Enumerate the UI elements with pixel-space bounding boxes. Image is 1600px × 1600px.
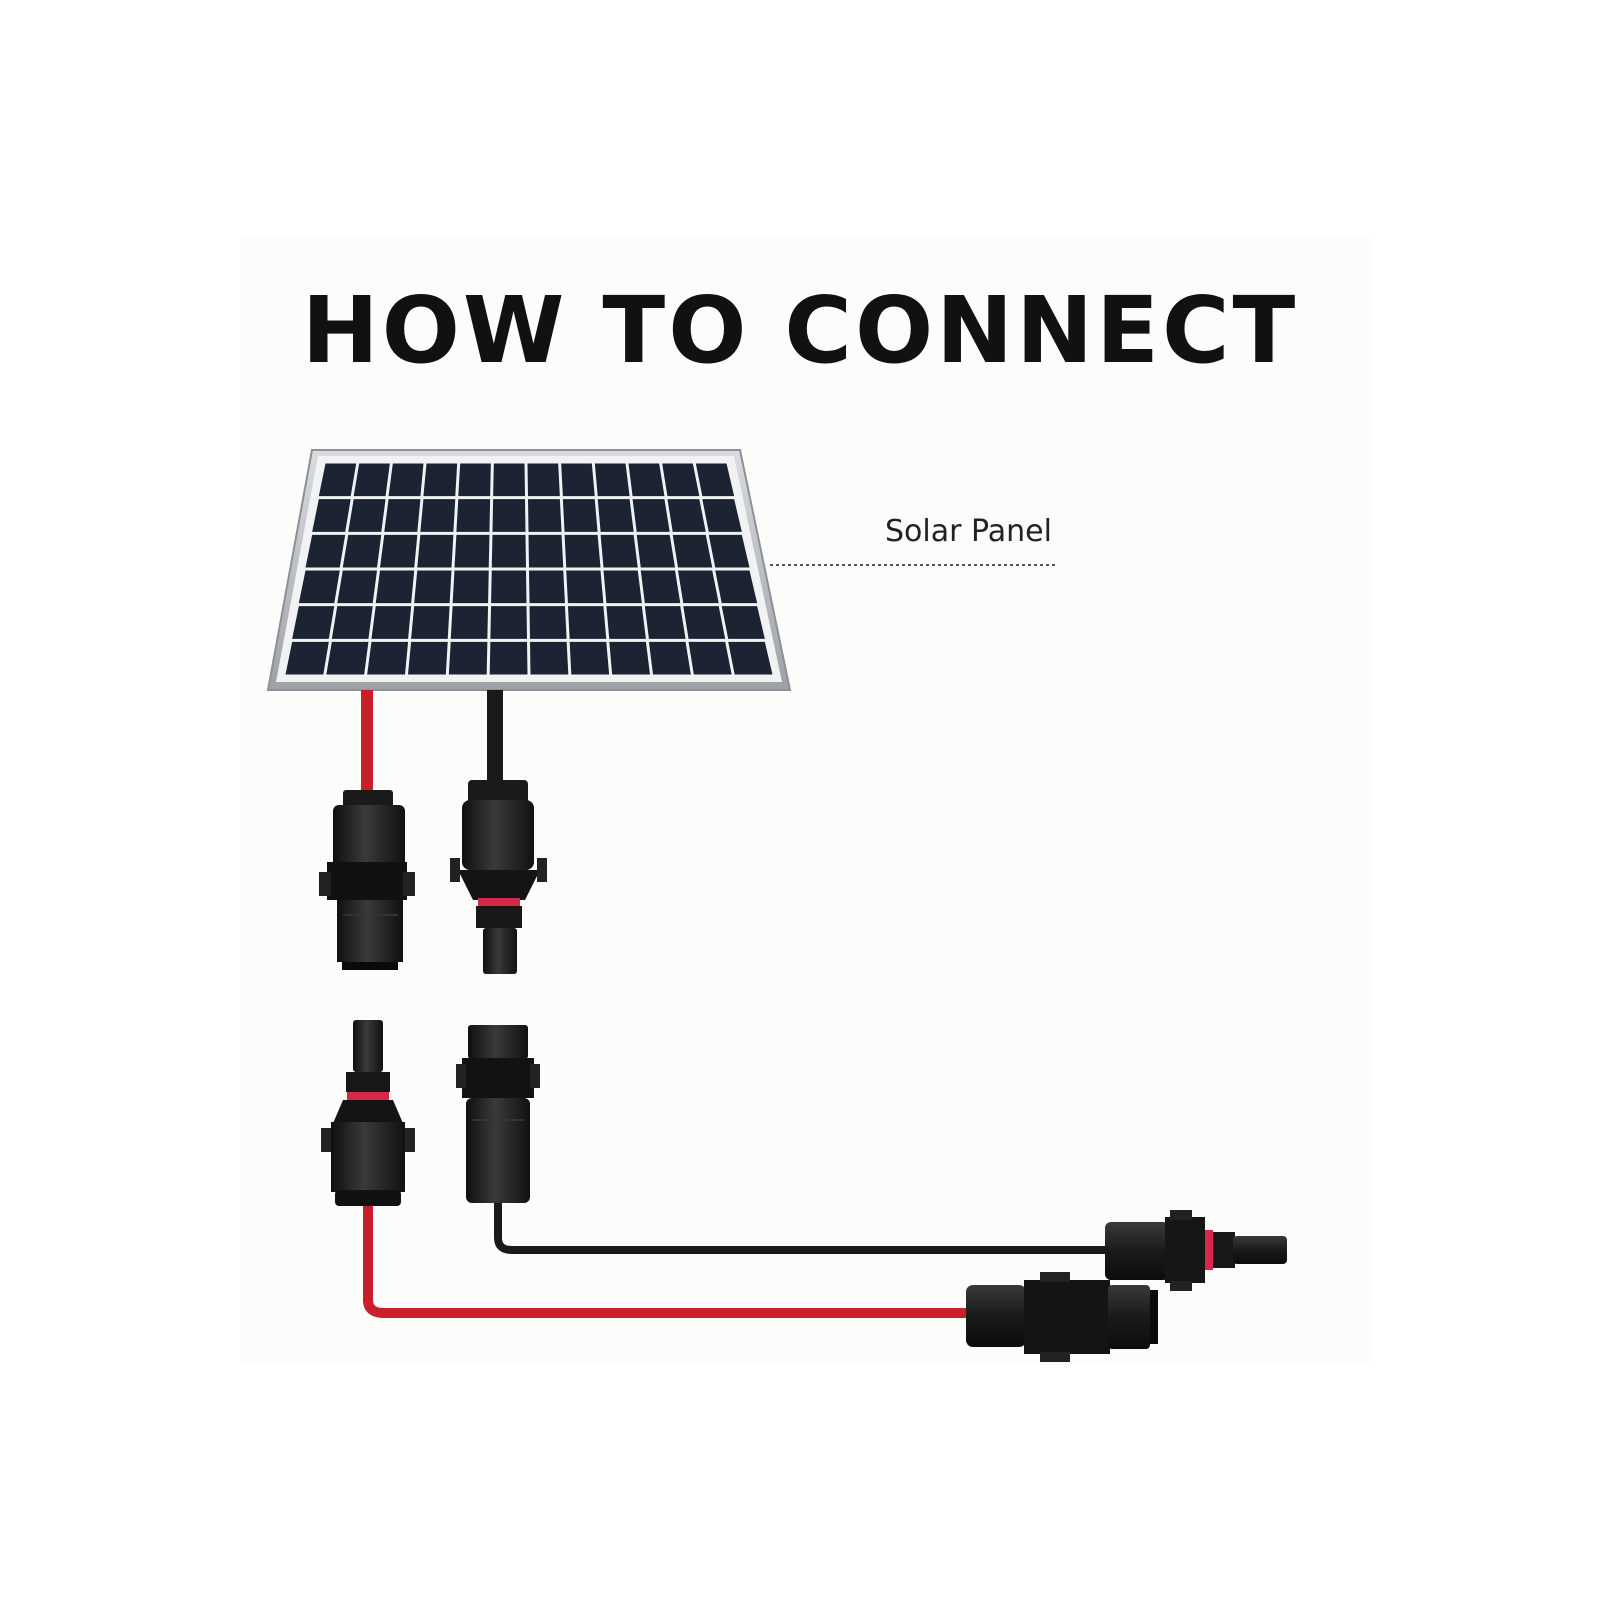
panel-male-connector <box>450 780 547 974</box>
panel-cell <box>456 499 491 532</box>
panel-cell <box>567 606 607 639</box>
panel-cell <box>489 641 528 675</box>
panel-cell <box>728 641 773 675</box>
panel-cell <box>530 641 569 675</box>
panel-cell <box>450 606 489 639</box>
panel-cell <box>312 499 351 532</box>
panel-negative-cable <box>487 690 503 782</box>
panel-positive-cable <box>361 690 373 795</box>
panel-cell <box>715 570 758 604</box>
panel-cell <box>414 570 452 604</box>
panel-cables <box>361 690 503 795</box>
panel-cell <box>569 641 610 675</box>
panel-cell <box>490 606 527 639</box>
panel-cell <box>640 570 681 604</box>
panel-cell <box>695 463 735 497</box>
background-card <box>240 235 1370 1365</box>
panel-cell <box>603 570 642 604</box>
panel-cell <box>337 570 377 604</box>
panel-cell <box>348 499 386 532</box>
panel-cell <box>702 499 742 532</box>
end-male-connector <box>1105 1210 1287 1291</box>
panel-cell <box>491 570 527 604</box>
panel-cell <box>417 534 454 568</box>
panel-cell <box>388 463 424 497</box>
panel-cell <box>597 499 634 532</box>
panel-cell <box>326 641 369 675</box>
panel-cell <box>298 570 340 604</box>
page-title: HOW TO CONNECT <box>301 277 1299 384</box>
solar-panel-label: Solar Panel <box>885 514 1052 549</box>
panel-cell <box>600 534 638 568</box>
panel-cell <box>678 570 719 604</box>
panel-cells <box>285 463 773 675</box>
panel-cell <box>636 534 675 568</box>
panel-cell <box>452 570 489 604</box>
panel-cell <box>528 534 564 568</box>
panel-cell <box>285 641 329 675</box>
extension-negative-cable <box>494 1203 1108 1254</box>
panel-cell <box>423 463 458 497</box>
panel-cell <box>375 570 415 604</box>
panel-cell <box>566 570 604 604</box>
panel-cell <box>606 606 646 639</box>
panel-cell <box>632 499 670 532</box>
panel-cell <box>342 534 382 568</box>
panel-cell <box>384 499 421 532</box>
extension-female-connector <box>456 1025 540 1203</box>
panel-cell <box>353 463 390 497</box>
panel-cell <box>529 570 565 604</box>
panel-cell <box>609 641 650 675</box>
panel-cell <box>380 534 418 568</box>
panel-cell <box>708 534 750 568</box>
panel-cell <box>561 463 595 497</box>
panel-cell <box>529 606 567 639</box>
panel-cell <box>628 463 665 497</box>
panel-cell <box>367 641 409 675</box>
solar-panel <box>266 449 792 691</box>
panel-cell <box>683 606 726 639</box>
panel-cell <box>721 606 765 639</box>
panel-cell <box>672 534 713 568</box>
panel-cell <box>562 499 598 532</box>
panel-cell <box>448 641 488 675</box>
panel-cell <box>331 606 373 639</box>
extension-positive-cable <box>363 1206 970 1318</box>
extension-male-connector <box>321 1020 415 1206</box>
panel-cell <box>493 463 525 497</box>
panel-cell <box>454 534 490 568</box>
panel-cell <box>648 641 691 675</box>
panel-cell <box>662 463 700 497</box>
panel-cell <box>458 463 491 497</box>
panel-cell <box>667 499 706 532</box>
end-female-connector <box>966 1272 1158 1362</box>
panel-cell <box>528 499 562 532</box>
panel-cell <box>644 606 686 639</box>
panel-female-connector <box>319 790 415 970</box>
panel-cell <box>688 641 732 675</box>
panel-cell <box>594 463 630 497</box>
panel-cell <box>371 606 412 639</box>
panel-cell <box>564 534 601 568</box>
panel-cell <box>492 499 526 532</box>
panel-cell <box>292 606 335 639</box>
panel-cell <box>491 534 526 568</box>
panel-cell <box>408 641 448 675</box>
panel-cell <box>305 534 346 568</box>
panel-cell <box>318 463 357 497</box>
panel-cell <box>411 606 450 639</box>
panel-cell <box>420 499 456 532</box>
panel-cell <box>527 463 560 497</box>
